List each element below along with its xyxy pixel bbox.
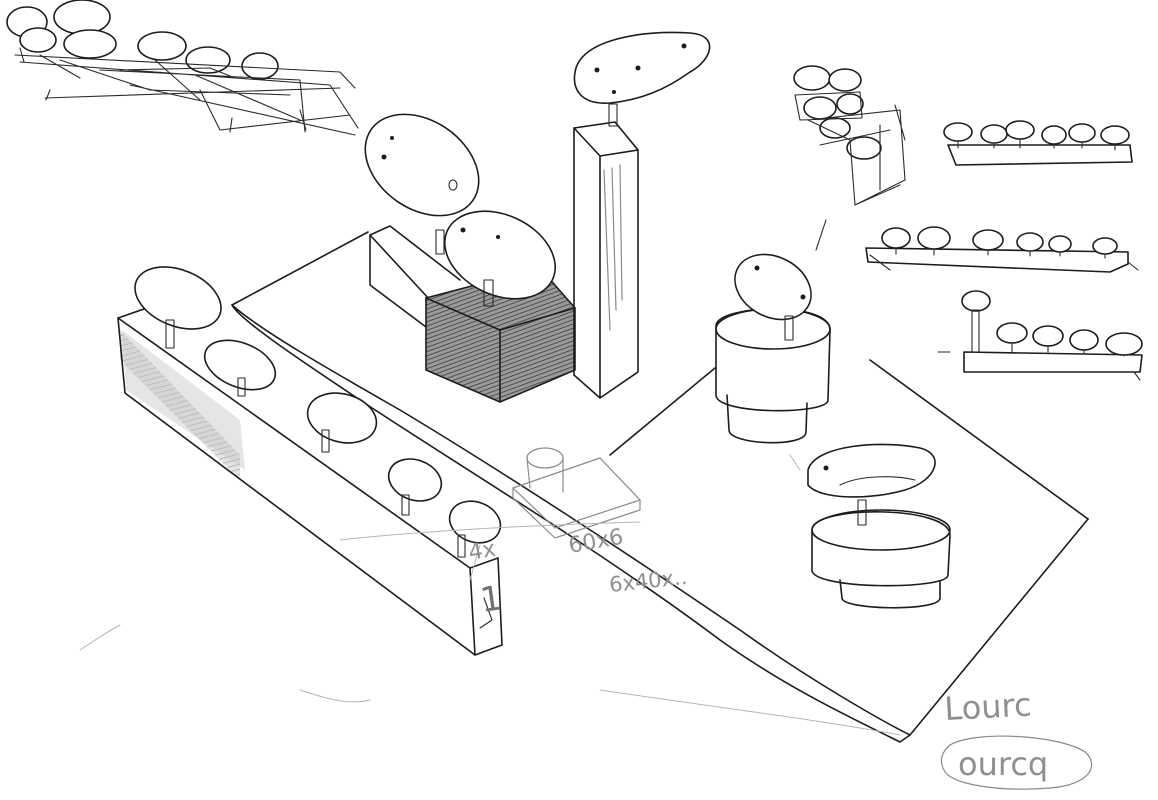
- cylinder-planter-upper: [715, 253, 831, 444]
- stone-plinth-with-tree: [364, 113, 480, 331]
- top-left-tree-row-sketch: [6, 0, 359, 136]
- ground-plane: [231, 231, 1089, 743]
- right-elevation-row-1: [943, 120, 1133, 166]
- wall-number-stroke: [479, 597, 493, 629]
- faint-pencil-marks: [79, 454, 901, 736]
- dimension-4x-label: 4x: [467, 537, 498, 566]
- dimension-60x6-label: 60x6: [567, 525, 626, 559]
- long-planter-wall: [117, 299, 503, 656]
- tall-column-with-tree: [573, 31, 711, 399]
- right-elevation-row-3: [937, 290, 1143, 381]
- wall-trees: [134, 266, 502, 558]
- right-tree-box-perspective: [793, 65, 906, 251]
- dark-cube-with-tree: [425, 210, 576, 403]
- pencil-dimension-box: [339, 447, 642, 581]
- ourcq-handwritten-label: ourcq: [958, 745, 1048, 783]
- ourcq-circled-label: ourcq: [940, 735, 1093, 790]
- cylinder-planter-lower: [807, 443, 951, 609]
- right-elevation-row-2: [865, 226, 1139, 273]
- wall-number-label: 1: [478, 578, 505, 621]
- lourc-handwritten-label: Lourc: [943, 685, 1032, 728]
